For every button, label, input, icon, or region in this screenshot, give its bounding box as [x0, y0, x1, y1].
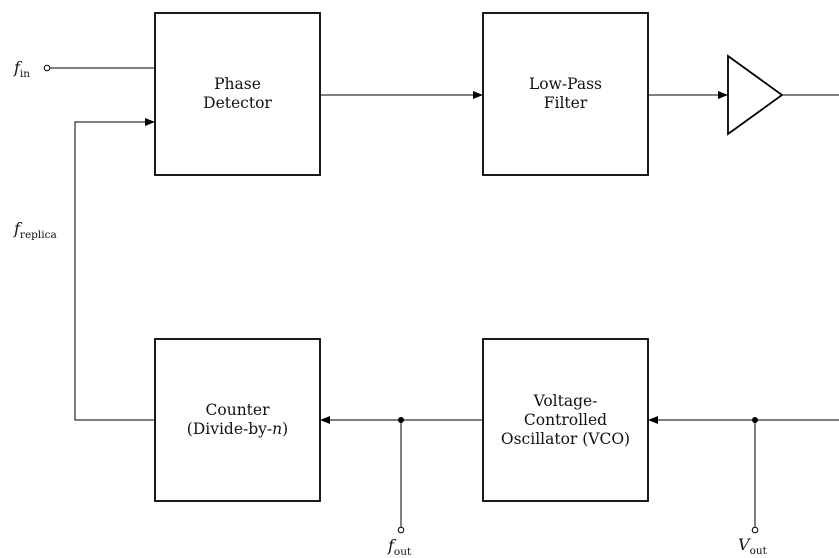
f-in-terminal	[43, 64, 51, 72]
f-in-subscript: in	[19, 68, 31, 80]
counter-line2-post: )	[282, 420, 289, 438]
f-out-symbol: f	[388, 536, 394, 555]
counter-line1: Counter	[205, 401, 270, 419]
f-out-subscript: out	[393, 546, 412, 558]
counter-line2-pre: (Divide-by-	[186, 420, 273, 438]
f-replica-subscript: replica	[19, 229, 57, 241]
f-in-label: fin	[14, 58, 31, 80]
v-out-terminal	[751, 526, 759, 534]
f-replica-label: freplica	[14, 219, 57, 241]
feedback-wire	[74, 118, 155, 421]
f-out-label: fout	[388, 536, 412, 558]
low-pass-filter-line1: Low-Pass	[528, 75, 602, 93]
amplifier-symbol	[727, 54, 784, 136]
v-out-label: Vout	[738, 535, 767, 557]
f-replica-symbol: f	[14, 219, 20, 238]
phase-detector-label: Phase Detector	[155, 13, 320, 175]
counter-divisor-variable: n	[272, 420, 283, 438]
phase-detector-line2: Detector	[203, 94, 272, 112]
f-out-terminal	[397, 526, 405, 534]
f-in-symbol: f	[14, 58, 20, 77]
low-pass-filter-line2: Filter	[543, 94, 588, 112]
counter-label: Counter (Divide-by-n)	[155, 339, 320, 501]
vco-line1: Voltage-	[533, 391, 598, 410]
low-pass-filter-label: Low-Pass Filter	[483, 13, 648, 175]
vco-line2: Controlled	[523, 410, 608, 429]
phase-detector-line1: Phase	[214, 75, 261, 93]
vco-line3: Oscillator (VCO)	[500, 429, 631, 448]
vco-label: Voltage- Controlled Oscillator (VCO)	[483, 339, 648, 501]
phase-detector-box	[154, 12, 321, 176]
low-pass-filter-box	[482, 12, 649, 176]
v-out-symbol: V	[738, 535, 750, 554]
v-out-subscript: out	[749, 545, 767, 557]
counter-line2: (Divide-by-n)	[187, 420, 288, 439]
